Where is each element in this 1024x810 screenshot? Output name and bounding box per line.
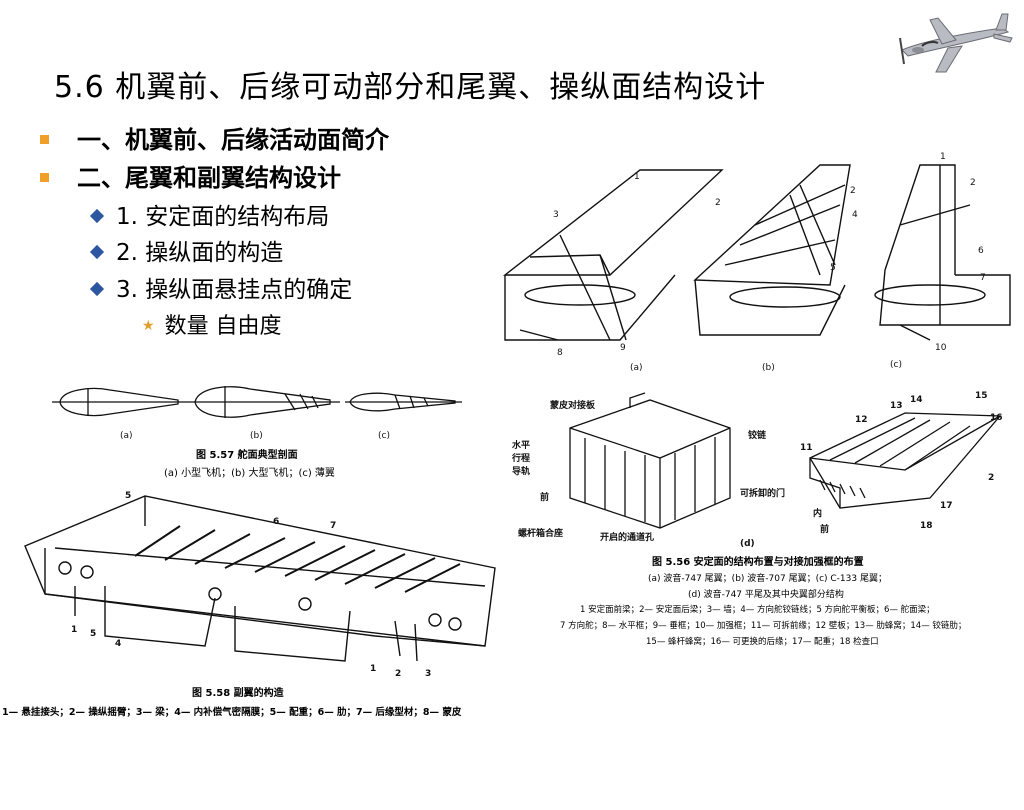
tail-label-4: 4 [852,210,858,220]
stab-label-d: (d) [740,539,755,548]
aileron-caption: 图 5.58 副翼的构造 [192,688,284,699]
stab-label-front: 前 [540,491,549,503]
tail-planform-figure: 1 2 3 8 9 (a) 2 4 5 (b) 1 2 6 7 10 (c) [502,152,1011,373]
subbullet-stabilizer-layout: 1. 安定面的结构布局 [89,197,330,231]
rudder-sub-c: (c) [378,431,390,441]
tail-label-10: 10 [935,343,947,353]
square-bullet-icon [40,135,49,144]
diamond-bullet-icon [89,208,105,224]
stab-caption-line4: 7 方向舵；8— 水平框；9— 垂框；10— 加强框；11— 可拆前缘；12 壁… [560,621,967,631]
aileron-structure-figure: 5 6 7 1 5 4 1 2 3 [24,491,496,679]
stab-caption-line1: (a) 波音-747 尾翼；(b) 波音-707 尾翼；(c) C-133 尾翼… [648,574,887,584]
square-bullet-icon [40,173,49,182]
stab-label-2: 2 [988,473,994,483]
stab-label-15: 15 [975,391,988,401]
bullet-intro-text: 一、机翼前、后缘活动面简介 [77,126,389,154]
tail-label-5: 5 [830,263,836,273]
aileron-label-5: 5 [90,629,96,639]
stab-label-rail1: 水平 [512,439,530,451]
tail-sub-c: (c) [890,360,902,370]
tail-sub-b: (b) [762,363,775,373]
aileron-label-1: 1 [71,625,77,635]
rudder-sub-b: (b) [250,431,263,441]
tail-label-2b: 2 [850,186,856,196]
tail-label-6: 6 [978,246,984,256]
subbullet-control-surface-text: 2. 操纵面的构造 [116,240,284,266]
stab-label-18: 18 [920,521,933,531]
tail-sub-a: (a) [630,363,643,373]
subbullet-hinge-points: 3. 操纵面悬挂点的确定 [89,270,353,304]
diamond-bullet-icon [89,244,105,260]
stab-label-hole: 开启的通道孔 [600,531,654,543]
bullet-intro: 一、机翼前、后缘活动面简介 [40,120,389,155]
stab-caption-line5: 15— 蜂杆蜂窝；16— 可更换的后缘；17— 配重；18 检查口 [646,637,879,647]
tail-label-2: 2 [715,198,721,208]
diamond-bullet-icon [89,281,105,297]
tail-label-1: 1 [634,172,640,182]
tail-b-drawing [693,164,851,336]
airplane-logo-icon [899,13,1013,73]
stab-label-skin: 蒙皮对接板 [550,399,596,411]
stabilizer-structure-figure: 蒙皮对接板 铰链 水平 行程 导轨 前 可拆卸的门 螺杆箱合座 开启的通道孔 (… [511,391,1003,548]
aileron-label-7: 7 [330,521,336,531]
stab-label-hinge: 铰链 [748,429,767,441]
tail-label-8: 8 [557,348,563,358]
tail-label-9: 9 [620,343,626,353]
star-bullet-icon: ★ [142,318,155,334]
subsub-quantity-dof: ★ 数量 自由度 [142,308,282,340]
tail-label-3: 3 [553,210,559,220]
stab-label-rail3: 导轨 [512,465,530,477]
stab-label-13: 13 [890,401,903,411]
stab-label-14: 14 [910,395,923,405]
rudder-caption: 图 5.57 舵面典型剖面 [196,450,298,461]
stab-label-16: 16 [990,413,1003,423]
stab-label-in: 内 [813,507,822,519]
rudder-sub-a: (a) [120,431,133,441]
tail-a-drawing [502,169,724,341]
aileron-label-8: 5 [125,491,131,501]
stab-label-11: 11 [800,443,813,453]
tail-label-2c: 2 [970,178,976,188]
stab-label-12: 12 [855,415,868,425]
rudder-profile-figure: (a) (b) (c) [52,386,462,441]
stab-label-17: 17 [940,501,953,511]
stab-caption-line3: 1 安定面前梁；2— 安定面后梁；3— 墙；4— 方向舵铰链线；5 方向舵平衡板… [580,605,935,615]
aileron-label-4: 4 [115,639,121,649]
aileron-label-2: 2 [395,669,401,679]
aileron-label-6: 6 [273,517,279,527]
subbullet-control-surface: 2. 操纵面的构造 [89,233,284,267]
tail-label-7: 7 [980,273,986,283]
tail-label-1c: 1 [940,152,946,162]
stab-label-door: 可拆卸的门 [740,487,785,499]
aileron-legend: 1— 悬挂接头；2— 操纵摇臂；3— 梁；4— 内补偿气密隔膜；5— 配重；6—… [2,707,462,718]
subbullet-stabilizer-layout-text: 1. 安定面的结构布局 [116,204,330,230]
subsub-quantity-dof-text: 数量 自由度 [164,314,282,339]
aileron-label-3: 3 [425,669,431,679]
rudder-subcaption: (a) 小型飞机；(b) 大型飞机；(c) 薄翼 [164,468,335,479]
tail-c-drawing [874,164,1011,341]
stab-label-rail2: 行程 [511,452,530,464]
bullet-tail-design-text: 二、尾翼和副翼结构设计 [77,164,341,192]
bullet-tail-design: 二、尾翼和副翼结构设计 [40,158,341,193]
stab-label-fwd: 前 [820,523,829,535]
subbullet-hinge-points-text: 3. 操纵面悬挂点的确定 [116,277,353,303]
stab-caption-line2: (d) 波音-747 平尾及其中央翼部分结构 [688,590,844,600]
stab-caption: 图 5.56 安定面的结构布置与对接加强框的布置 [652,557,864,568]
stab-label-screw: 螺杆箱合座 [518,527,563,539]
aileron-label-1b: 1 [370,664,376,674]
page-title: 5.6 机翼前、后缘可动部分和尾翼、操纵面结构设计 [54,70,767,105]
